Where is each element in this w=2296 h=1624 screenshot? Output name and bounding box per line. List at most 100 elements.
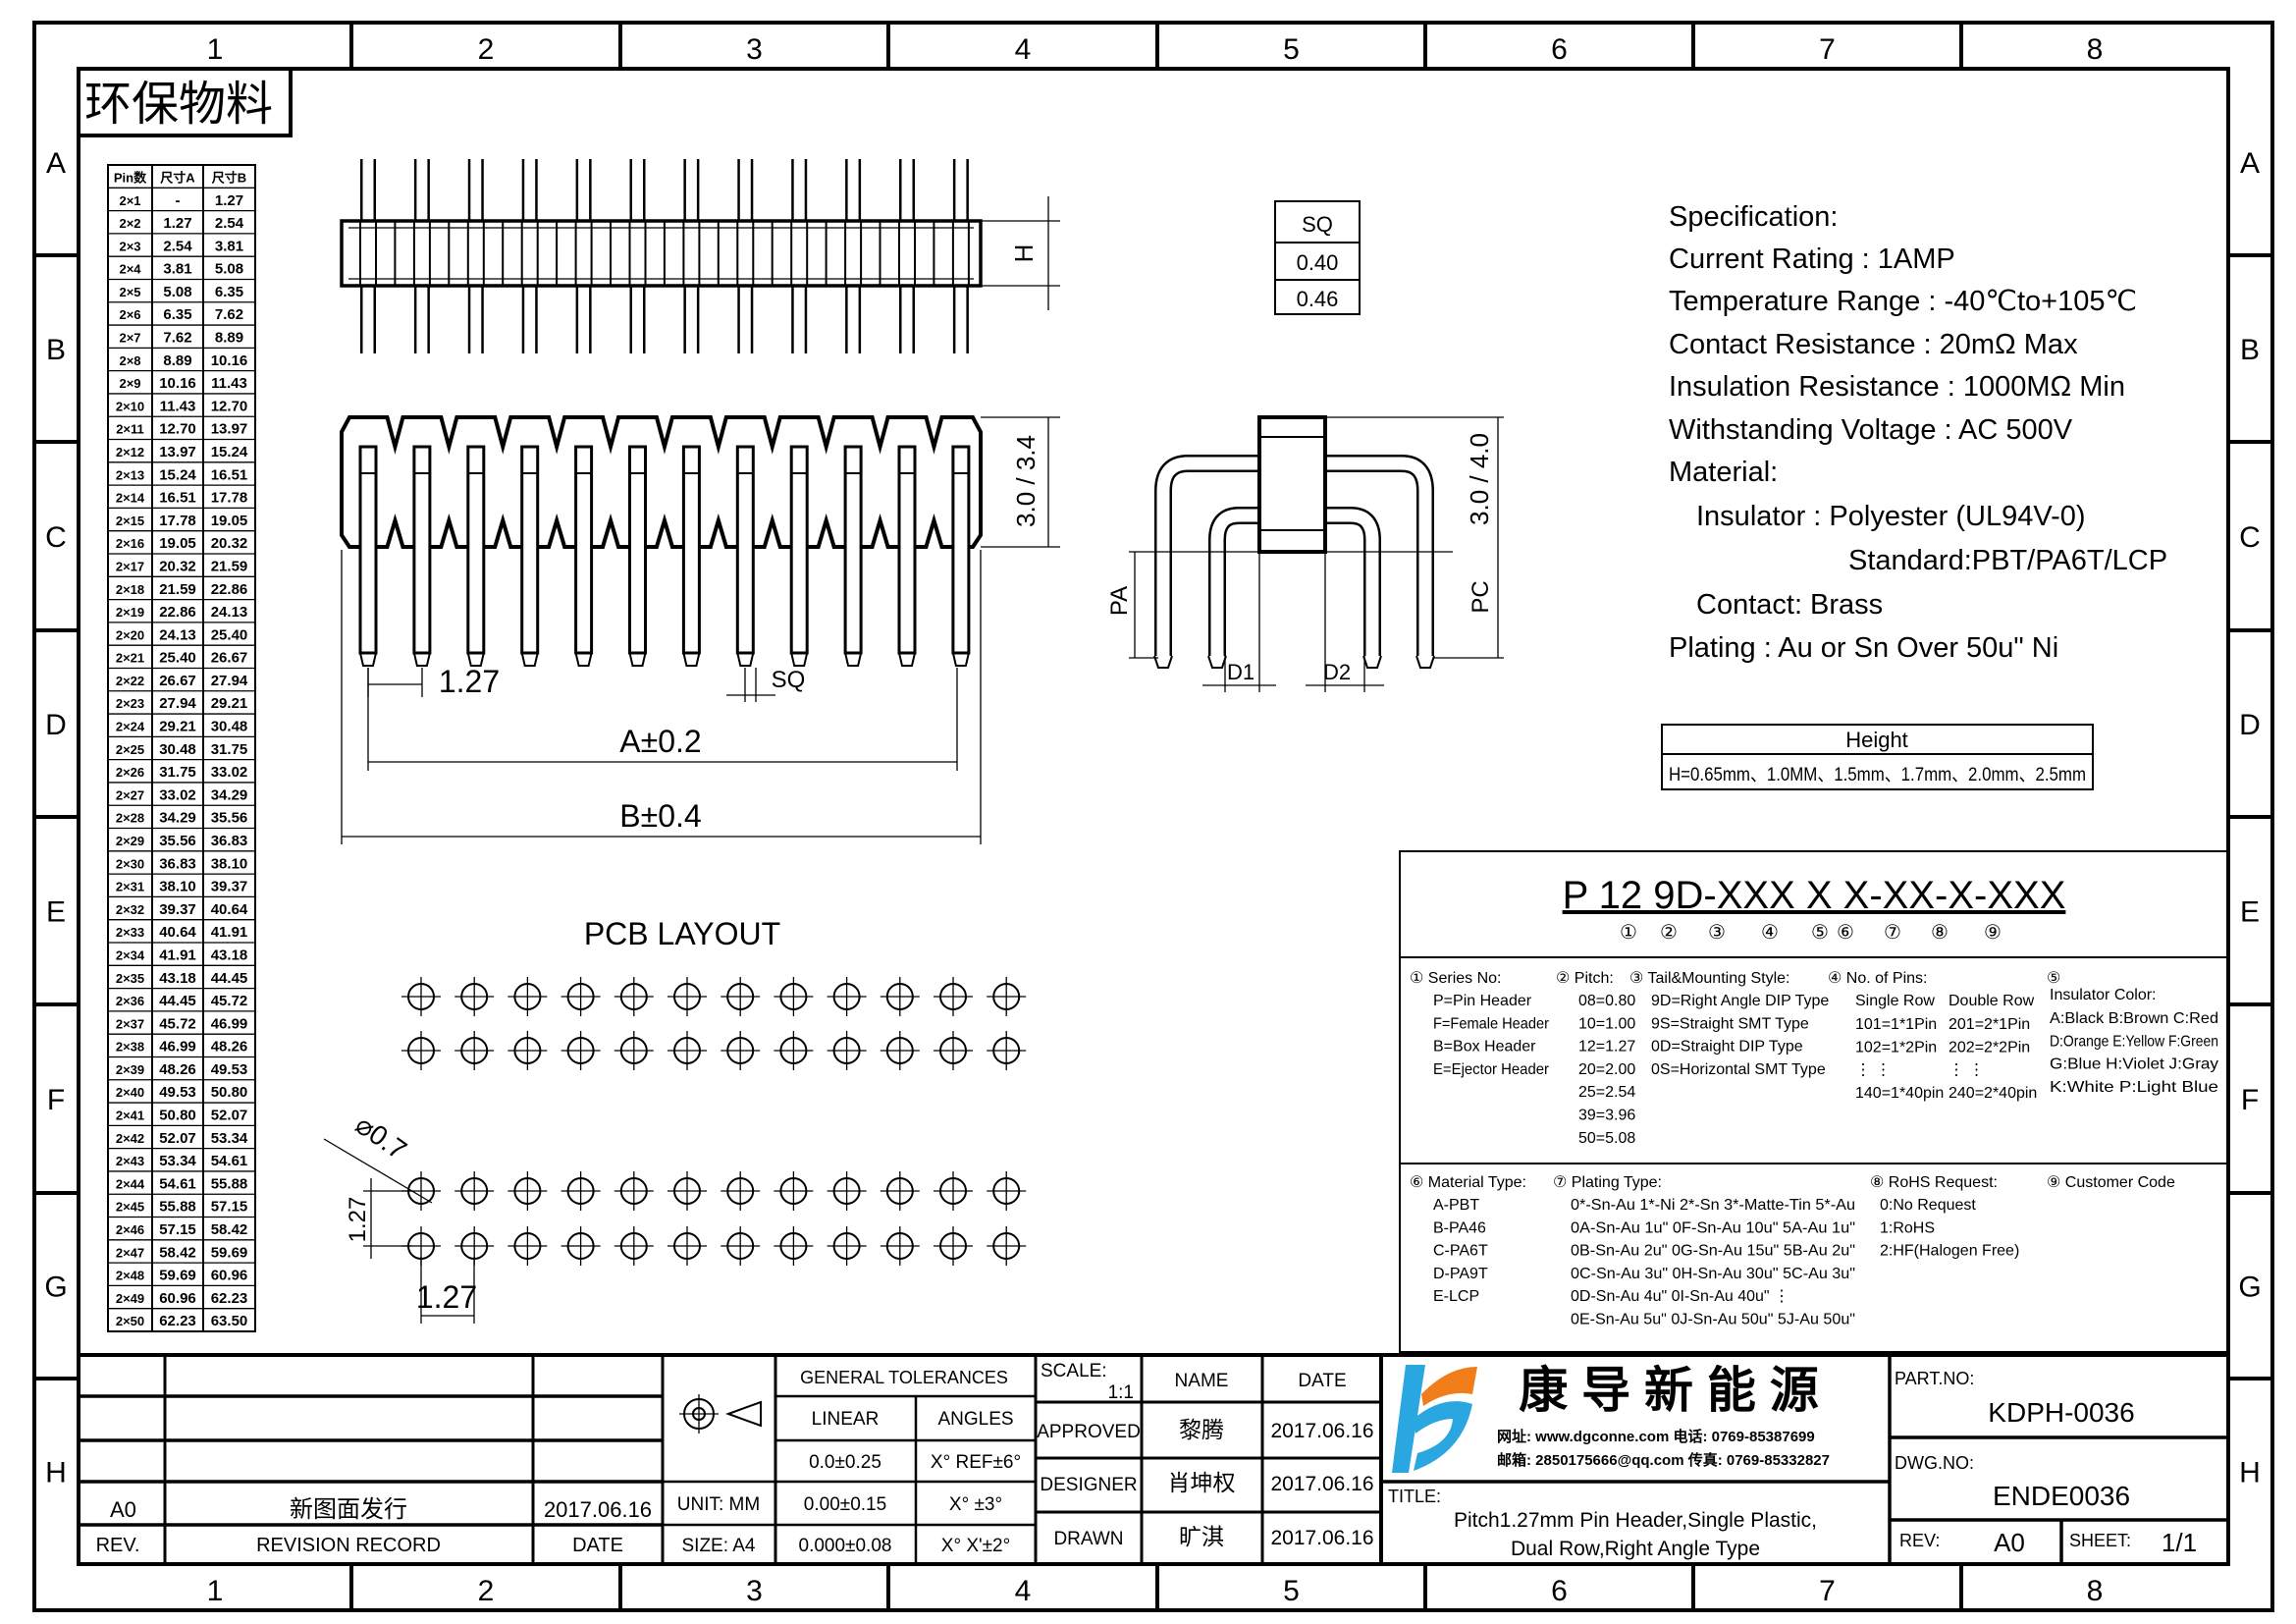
code-position-marker: ⑧ xyxy=(1931,922,1949,944)
table-cell: 1.27 xyxy=(163,215,191,232)
revision-record-header: REVISION RECORD xyxy=(256,1535,441,1556)
legend-item: 08=0.80 xyxy=(1578,993,1635,1009)
table-cell: 35.56 xyxy=(211,810,248,827)
rev-value: A0 xyxy=(1994,1528,2025,1557)
table-cell: 53.34 xyxy=(211,1130,248,1147)
table-cell: 2×37 xyxy=(116,1016,144,1031)
legend-title: ⑧ RoHS Request: xyxy=(1870,1174,1998,1191)
table-header: Pin数 xyxy=(114,170,147,185)
table-cell: 50.80 xyxy=(211,1084,248,1101)
table-cell: 29.21 xyxy=(159,719,196,735)
table-cell: 2.54 xyxy=(163,238,192,254)
signoff-role: DESIGNER xyxy=(1040,1475,1137,1495)
legend-title: ② Pitch: xyxy=(1556,970,1614,987)
table-cell: 2×29 xyxy=(116,834,144,848)
code-position-marker: ④ xyxy=(1761,922,1779,944)
legend-item: Single Row xyxy=(1855,993,1935,1009)
table-cell: 2×33 xyxy=(116,925,144,940)
sq-header: SQ xyxy=(1302,212,1333,237)
table-cell: 34.29 xyxy=(211,786,248,803)
zone-column-label: 6 xyxy=(1551,33,1568,66)
table-cell: 16.51 xyxy=(159,490,196,507)
zone-column-label: 7 xyxy=(1819,1575,1836,1607)
table-cell: 2×14 xyxy=(116,491,145,506)
table-cell: 43.18 xyxy=(211,947,248,963)
table-cell: 2×20 xyxy=(116,627,144,642)
part-code-string: P 12 9D-XXX X X-XX-X-XXX xyxy=(1563,874,2066,917)
signoff-name: 黎腾 xyxy=(1179,1417,1224,1442)
date-col-header: DATE xyxy=(1298,1371,1346,1391)
table-cell: 2×27 xyxy=(116,787,144,802)
legend-item: 0S=Horizontal SMT Type xyxy=(1651,1061,1826,1078)
company-logo xyxy=(1392,1365,1477,1473)
legend-item: 0D-Sn-Au 4u" 0I-Sn-Au 40u" ⋮ xyxy=(1571,1288,1789,1305)
rev-label: REV: xyxy=(1899,1531,1940,1550)
dim-pitch: 1.27 xyxy=(439,664,500,699)
table-cell: 46.99 xyxy=(159,1039,196,1056)
dwg-no-label: DWG.NO: xyxy=(1895,1453,1974,1473)
part-no: KDPH-0036 xyxy=(1988,1397,2134,1428)
zone-column-label: 4 xyxy=(1015,33,1032,66)
pcb-hole-diameter: ⌀0.7 xyxy=(350,1110,412,1165)
zone-row-label: E xyxy=(2240,896,2260,929)
pin xyxy=(897,445,917,655)
company-contact: 邮箱: 2850175666@qq.com 传真: 0769-85332827 xyxy=(1497,1451,1830,1469)
legend-item: 0D=Straight DIP Type xyxy=(1651,1039,1803,1056)
spec-line: Material: xyxy=(1669,457,1778,488)
table-cell: 59.69 xyxy=(211,1244,248,1261)
table-cell: 12.70 xyxy=(159,421,196,438)
legend-item: E-LCP xyxy=(1433,1288,1479,1305)
table-cell: 2×22 xyxy=(116,674,144,688)
legend-item: A:Black B:Brown C:Red xyxy=(2050,1010,2218,1027)
signoff-date: 2017.06.16 xyxy=(1270,1420,1373,1442)
table-cell: 21.59 xyxy=(211,558,248,574)
pin xyxy=(843,445,863,655)
table-cell: 17.78 xyxy=(211,490,248,507)
dim-pa: PA xyxy=(1106,586,1133,616)
table-cell: 7.62 xyxy=(163,330,191,347)
table-cell: 17.78 xyxy=(159,513,196,529)
legend-item: 0A-Sn-Au 1u" 0F-Sn-Au 10u" 5A-Au 1u" xyxy=(1571,1219,1855,1236)
table-cell: 2×42 xyxy=(116,1131,144,1146)
code-position-marker: ⑥ xyxy=(1837,922,1854,944)
table-cell: 40.64 xyxy=(211,901,248,918)
table-cell: 2×15 xyxy=(116,514,144,528)
table-cell: 2×4 xyxy=(119,262,141,277)
legend-item: 25=2.54 xyxy=(1578,1084,1635,1101)
size-label: SIZE: A4 xyxy=(682,1536,756,1556)
signoff-name: 旷淇 xyxy=(1179,1524,1224,1549)
zone-column-label: 8 xyxy=(2087,1575,2104,1607)
angles-header: ANGLES xyxy=(937,1409,1013,1430)
spec-line: Contact Resistance : 20mΩ Max xyxy=(1669,329,2078,360)
revision-date: 2017.06.16 xyxy=(544,1497,652,1522)
legend-item: P=Pin Header xyxy=(1433,993,1532,1009)
legend-item: D-PA9T xyxy=(1433,1266,1488,1282)
code-position-marker: ⑤ xyxy=(1811,922,1829,944)
tolerances-title: GENERAL TOLERANCES xyxy=(800,1368,1008,1387)
table-cell: 33.02 xyxy=(159,786,196,803)
spec-line: Insulation Resistance : 1000MΩ Min xyxy=(1669,371,2125,403)
table-cell: 20.32 xyxy=(211,535,248,552)
table-cell: 12.70 xyxy=(211,398,248,414)
table-cell: 43.18 xyxy=(159,970,196,987)
table-cell: - xyxy=(176,192,181,209)
height-values: H=0.65mm、1.0MM、1.5mm、1.7mm、2.0mm、2.5mm xyxy=(1669,765,2086,785)
table-cell: 34.29 xyxy=(159,810,196,827)
pin xyxy=(574,445,594,655)
pcb-layout-title: PCB LAYOUT xyxy=(584,916,780,951)
zone-column-label: 8 xyxy=(2087,33,2104,66)
table-cell: 2×19 xyxy=(116,605,144,620)
pin xyxy=(358,445,378,655)
dim-a: A±0.2 xyxy=(619,724,701,759)
table-cell: 49.53 xyxy=(211,1061,248,1078)
table-cell: 2×36 xyxy=(116,994,144,1008)
legend-item: E=Ejector Header xyxy=(1433,1061,1550,1078)
table-cell: 41.91 xyxy=(211,924,248,941)
legend-item: G:Blue H:Violet J:Gray xyxy=(2050,1056,2218,1073)
rev-header: REV. xyxy=(96,1535,140,1556)
legend-title: ③ Tail&Mounting Style: xyxy=(1629,970,1789,987)
dim-sq: SQ xyxy=(772,667,806,693)
code-position-marker: ① xyxy=(1620,922,1637,944)
